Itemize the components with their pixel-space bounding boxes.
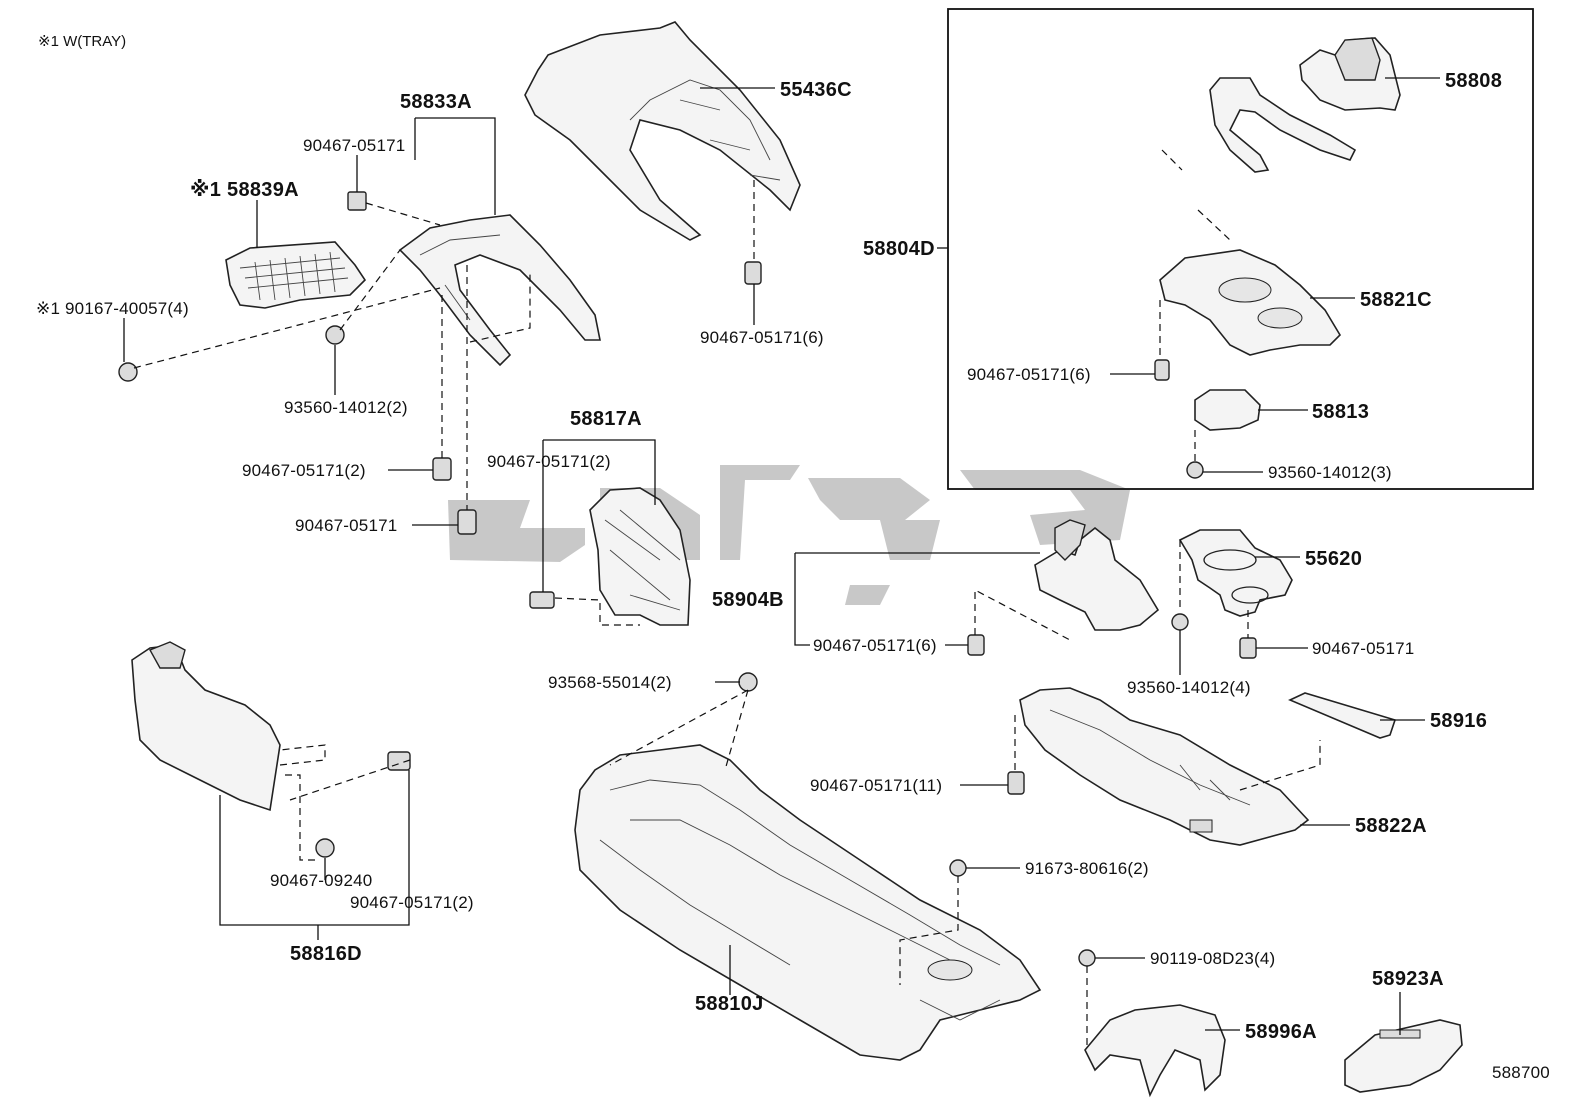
label-58813: 58813 [1312,401,1369,423]
label-90467-05171-6b: 90467-05171(6) [967,365,1091,384]
diagram-code: 588700 [1492,1063,1550,1082]
label-90467-05171-2b: 90467-05171(2) [487,452,611,471]
label-58810J: 58810J [695,993,764,1015]
part-58916 [1288,692,1397,739]
part-58816D [131,641,281,812]
label-58839A: ※1 58839A [190,179,299,201]
label-55620: 55620 [1305,548,1362,570]
part-58813 [1194,389,1261,431]
label-90467-05171-b: 90467-05171 [295,516,397,535]
part-labels: 58833A 55436C 90467-05171 ※1 58839A ※1 9… [36,70,1502,1043]
watermark-logo [448,465,1130,605]
label-58916: 58916 [1430,710,1487,732]
label-93560-14012-3: 93560-14012(3) [1268,463,1392,482]
label-90467-09240: 90467-09240 [270,871,372,890]
part-58810J [574,744,1042,1061]
label-93568-55014: 93568-55014(2) [548,673,672,692]
part-55620 [1178,529,1293,617]
part-58822A [1019,687,1310,846]
part-58904B [1034,519,1160,631]
dashed-assembly-lines [133,149,1321,1050]
part-58817A [589,487,691,626]
part-58804D-trim [1209,77,1357,173]
part-58821C [1159,249,1342,356]
leader-lines [123,77,1440,1035]
label-91673-80616: 91673-80616(2) [1025,859,1149,878]
part-58833A [398,214,601,367]
label-55436C: 55436C [780,79,852,101]
label-58816D: 58816D [290,943,362,965]
label-90467-05171-6a: 90467-05171(6) [700,328,824,347]
label-90167-40057: ※1 90167-40057(4) [36,299,189,318]
part-58839A [225,241,367,309]
label-90467-05171-2c: 90467-05171(2) [350,893,474,912]
part-58996A [1084,1004,1226,1098]
note-text: ※1 W(TRAY) [38,33,126,50]
label-58904B: 58904B [712,589,784,611]
label-58822A: 58822A [1355,815,1427,837]
label-90119-08D23: 90119-08D23(4) [1150,949,1275,968]
part-58923A [1344,1019,1463,1093]
label-90467-05171-2a: 90467-05171(2) [242,461,366,480]
inset-frame [947,8,1534,490]
label-90467-05171-11: 90467-05171(11) [810,776,942,795]
label-58808: 58808 [1445,70,1502,92]
label-58996A: 58996A [1245,1021,1317,1043]
part-58808 [1299,37,1401,111]
label-93560-14012-2: 93560-14012(2) [284,398,408,417]
label-58821C: 58821C [1360,289,1432,311]
part-55436C [524,21,801,241]
label-58833A: 58833A [400,91,472,113]
label-58817A: 58817A [570,408,642,430]
label-93560-14012-4: 93560-14012(4) [1127,678,1251,697]
label-90467-05171-c: 90467-05171 [1312,639,1414,658]
label-90467-05171-a: 90467-05171 [303,136,405,155]
label-90467-05171-6c: 90467-05171(6) [813,636,937,655]
label-58804D: 58804D [863,238,935,260]
label-58923A: 58923A [1372,968,1444,990]
